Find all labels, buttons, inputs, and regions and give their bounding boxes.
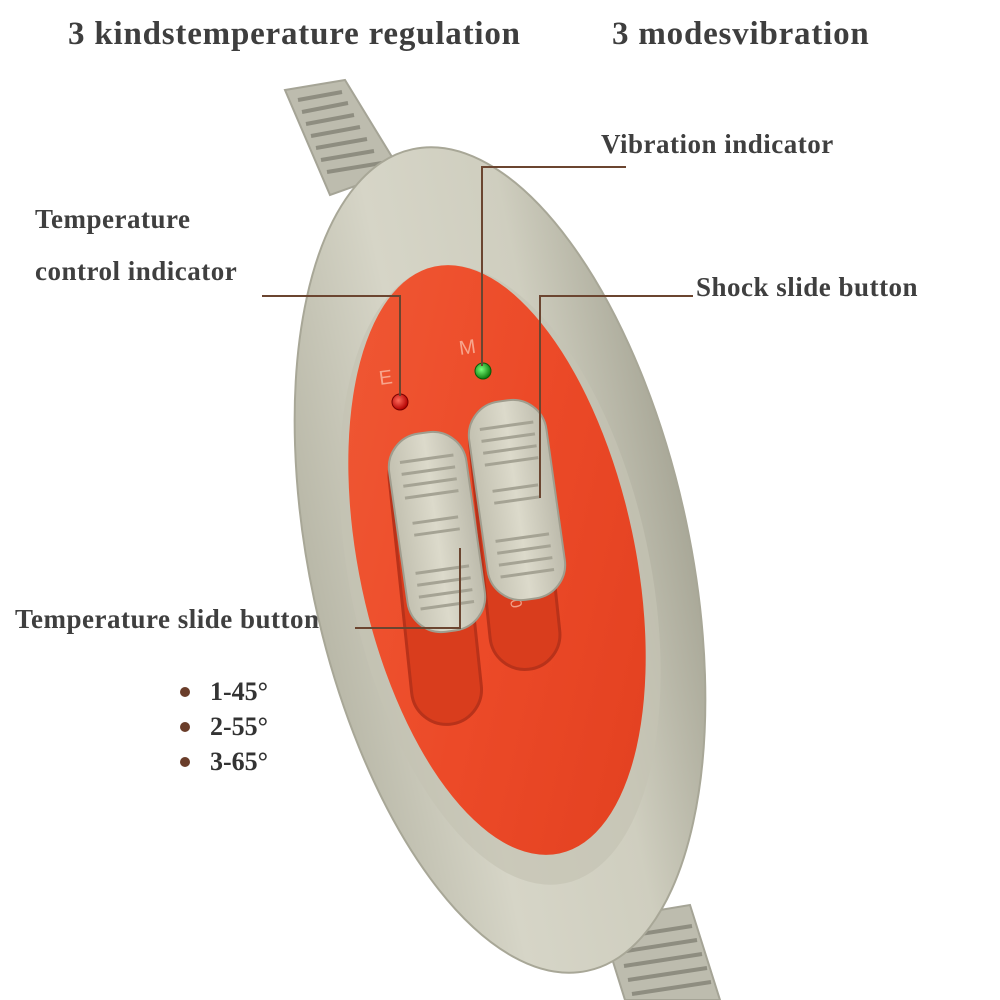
temperature-led-icon [391, 393, 409, 411]
temperature-slide-leader [355, 548, 461, 629]
shock-slide-button-label: Shock slide button [696, 272, 919, 302]
vibration-slide-knob[interactable] [464, 396, 569, 605]
svg-text:0: 0 [506, 598, 524, 610]
bullet-dot-icon [180, 721, 190, 732]
temperature-level-item: 3-65° [180, 744, 268, 779]
vibration-modes-title: 3 modesvibration [612, 16, 870, 52]
temperature-slide-knob[interactable] [384, 428, 489, 637]
callout-lines [262, 166, 693, 629]
temperature-level-label: 1-45° [210, 676, 269, 706]
bullet-dot-icon [180, 756, 190, 767]
cable-top [283, 78, 402, 197]
vibration-indicator-label: Vibration indicator [601, 129, 834, 159]
temperature-control-label-line2: control indicator [35, 256, 238, 286]
temperature-levels-list: 1-45° 2-55° 3-65° [180, 674, 268, 779]
shock-slide-leader [539, 295, 693, 498]
temperature-indicator-leader [262, 295, 401, 396]
temperature-control-label-line1: Temperature [35, 204, 191, 234]
indicator-e-letter: E [378, 366, 394, 390]
temperature-level-label: 2-55° [210, 711, 269, 741]
bullet-dot-icon [180, 686, 190, 697]
temperature-level-item: 2-55° [180, 709, 268, 744]
indicator-m-letter: M [458, 336, 478, 360]
vibration-indicator-leader [481, 166, 626, 366]
temperature-level-label: 3-65° [210, 746, 269, 776]
temperature-level-item: 1-45° [180, 674, 268, 709]
temperature-slide-button-label: Temperature slide button [15, 604, 320, 634]
temperature-regulation-title: 3 kindstemperature regulation [68, 16, 521, 52]
